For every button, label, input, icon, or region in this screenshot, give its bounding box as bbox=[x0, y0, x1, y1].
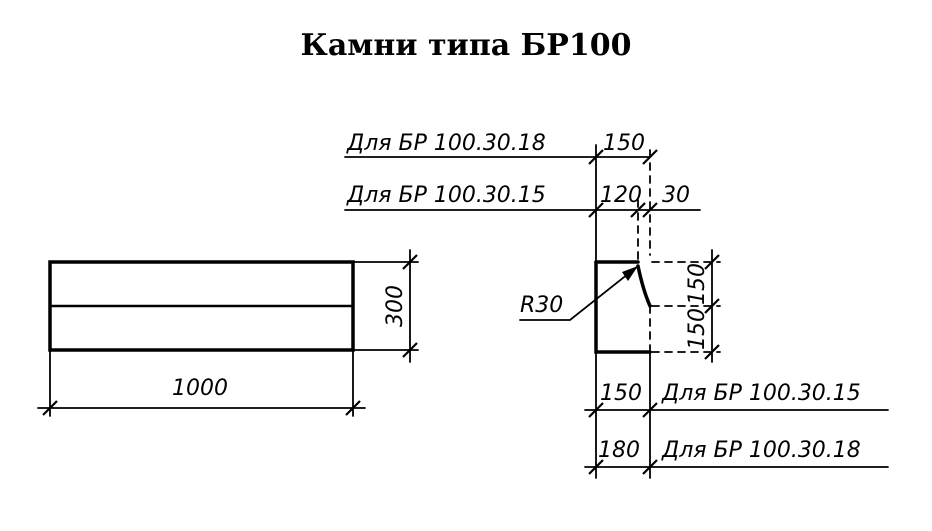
bottom-row2-tick-left bbox=[588, 459, 604, 475]
top-row1-dim: 150 bbox=[603, 131, 645, 156]
top-row2-tick-left bbox=[588, 202, 604, 218]
top-row2-dim: 120 bbox=[600, 183, 642, 208]
bottom-row1-dim: 150 bbox=[600, 381, 642, 406]
radius-arrowhead bbox=[622, 266, 638, 281]
height-tick-top bbox=[402, 254, 418, 270]
bottom-row2-dim: 180 bbox=[598, 438, 640, 463]
length-tick-left bbox=[42, 400, 58, 416]
section-slope bbox=[636, 264, 652, 308]
top-row2-tick-right bbox=[642, 202, 658, 218]
length-dimension-label: 1000 bbox=[172, 376, 228, 401]
right-tick-bottom bbox=[704, 344, 720, 360]
radius-label: R30 bbox=[520, 293, 563, 318]
bottom-row2-tick-right bbox=[642, 459, 658, 475]
top-row2-tick-mid bbox=[630, 202, 646, 218]
height-dimension-label: 300 bbox=[383, 285, 408, 327]
front-view: 1000 300 bbox=[37, 249, 419, 417]
length-tick-right bbox=[345, 400, 361, 416]
top-row1-label: Для БР 100.30.18 bbox=[346, 131, 546, 156]
drawing-title: Камни типа БР100 bbox=[301, 28, 632, 63]
top-row1-tick-left bbox=[588, 149, 604, 165]
bottom-row1-tick-right bbox=[642, 402, 658, 418]
bottom-row1-label: Для БР 100.30.15 bbox=[661, 381, 861, 406]
top-row1-tick-right bbox=[642, 149, 658, 165]
top-offset-dim: 30 bbox=[662, 183, 690, 208]
right-tick-top bbox=[704, 254, 720, 270]
bottom-row2-label: Для БР 100.30.18 bbox=[661, 438, 861, 463]
cross-section: Для БР 100.30.18 150 Для БР 100.30.15 12… bbox=[344, 131, 889, 479]
right-upper-dim: 150 bbox=[685, 263, 710, 305]
top-row2-label: Для БР 100.30.15 bbox=[346, 183, 546, 208]
right-lower-dim: 150 bbox=[685, 308, 710, 350]
right-tick-mid bbox=[704, 298, 720, 314]
radius-leader bbox=[519, 265, 639, 321]
bottom-row1-tick-left bbox=[588, 402, 604, 418]
height-tick-bottom bbox=[402, 342, 418, 358]
